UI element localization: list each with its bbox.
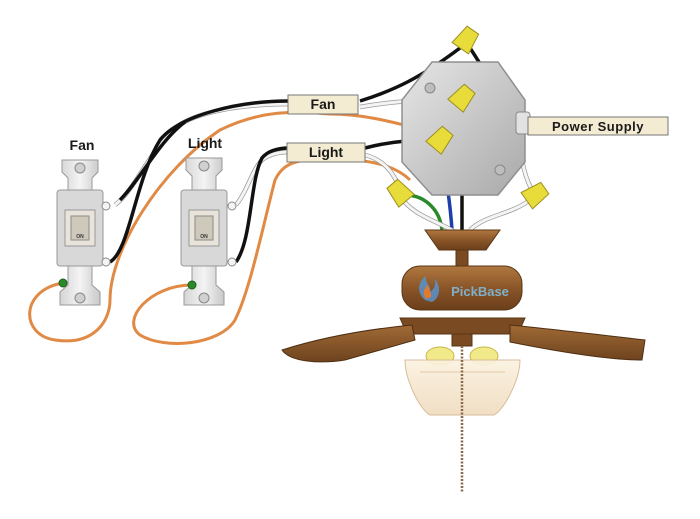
wire-nut-3 — [425, 125, 454, 155]
fan-cable-text: Fan — [311, 96, 336, 112]
hot-light-cable — [234, 146, 291, 264]
light-toggle-text: ON — [200, 234, 208, 240]
light-globe — [404, 359, 521, 416]
fan-downrod — [455, 249, 469, 267]
light-switch: Light ON — [180, 135, 237, 306]
fan-canopy — [424, 229, 501, 251]
fan-toggle-text: ON — [76, 234, 84, 240]
flame-logo-icon — [419, 276, 440, 302]
junction-box — [401, 61, 531, 196]
light-cable-label: Light — [286, 142, 366, 163]
wire-nuts — [386, 25, 550, 210]
wire-nut-4 — [386, 178, 415, 208]
fan-blade-right — [509, 324, 646, 361]
power-supply-cable: Power Supply — [527, 116, 669, 136]
light-switch-title: Light — [188, 135, 223, 151]
wire-nut-2 — [447, 83, 476, 113]
fan-blade-left — [281, 324, 416, 363]
ceiling-fan: PickBase — [281, 229, 646, 492]
light-cable-text: Light — [309, 144, 344, 160]
fan-cable-label: Fan — [287, 94, 359, 115]
ground-wire-light-switch — [132, 157, 412, 345]
fan-logo-text: PickBase — [451, 284, 509, 299]
wire-nut-1 — [451, 25, 480, 55]
wire-nut-5 — [520, 181, 550, 210]
ground-wire-fan-switch — [28, 110, 471, 343]
hot-fan-cable — [108, 99, 296, 264]
power-supply-text: Power Supply — [552, 119, 644, 134]
fan-switch: Fan ON — [56, 137, 111, 306]
fan-switch-title: Fan — [70, 137, 95, 153]
